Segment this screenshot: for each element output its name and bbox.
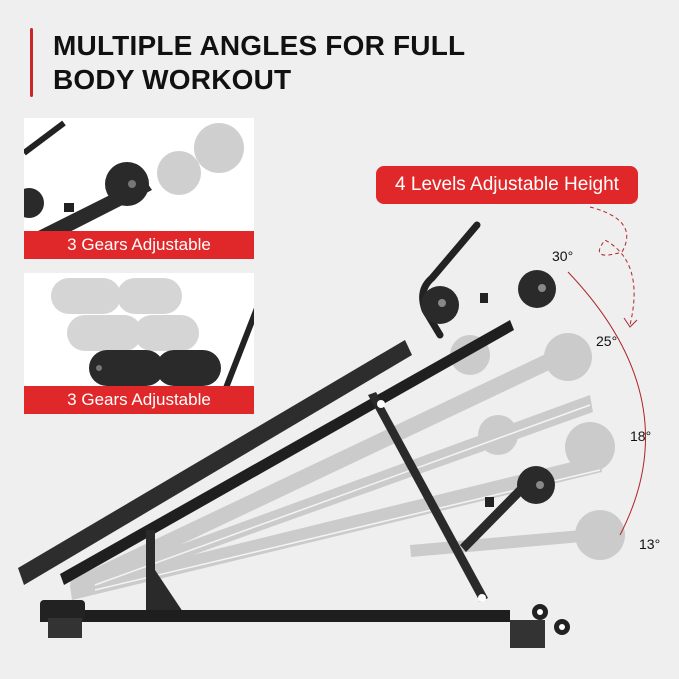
panel-label: 3 Gears Adjustable [24,386,254,414]
angle-label-30: 30° [552,248,574,264]
height-levels-badge: 4 Levels Adjustable Height [376,166,638,204]
inset-panel-leg-rollers: 3 Gears Adjustable [24,273,254,414]
panel-label: 3 Gears Adjustable [24,231,254,259]
inset-panel-backrest-rollers: 3 Gears Adjustable [24,118,254,259]
title-accent-bar [30,28,33,97]
angle-label-25: 25° [596,333,618,349]
ghost-bench-positions [70,333,625,600]
backrest-rollers-icon [24,120,244,246]
title-line-1: MULTIPLE ANGLES FOR FULL [53,30,466,61]
bench-backrest [18,320,514,585]
dashed-arrow [589,206,635,326]
title-line-2: BODY WORKOUT [53,64,292,95]
angle-arc [567,271,646,536]
leg-rollers-icon [51,278,254,395]
page-title: MULTIPLE ANGLES FOR FULL BODY WORKOUT [53,29,465,97]
angle-label-13: 13° [639,536,661,552]
angle-label-18: 18° [630,428,652,444]
